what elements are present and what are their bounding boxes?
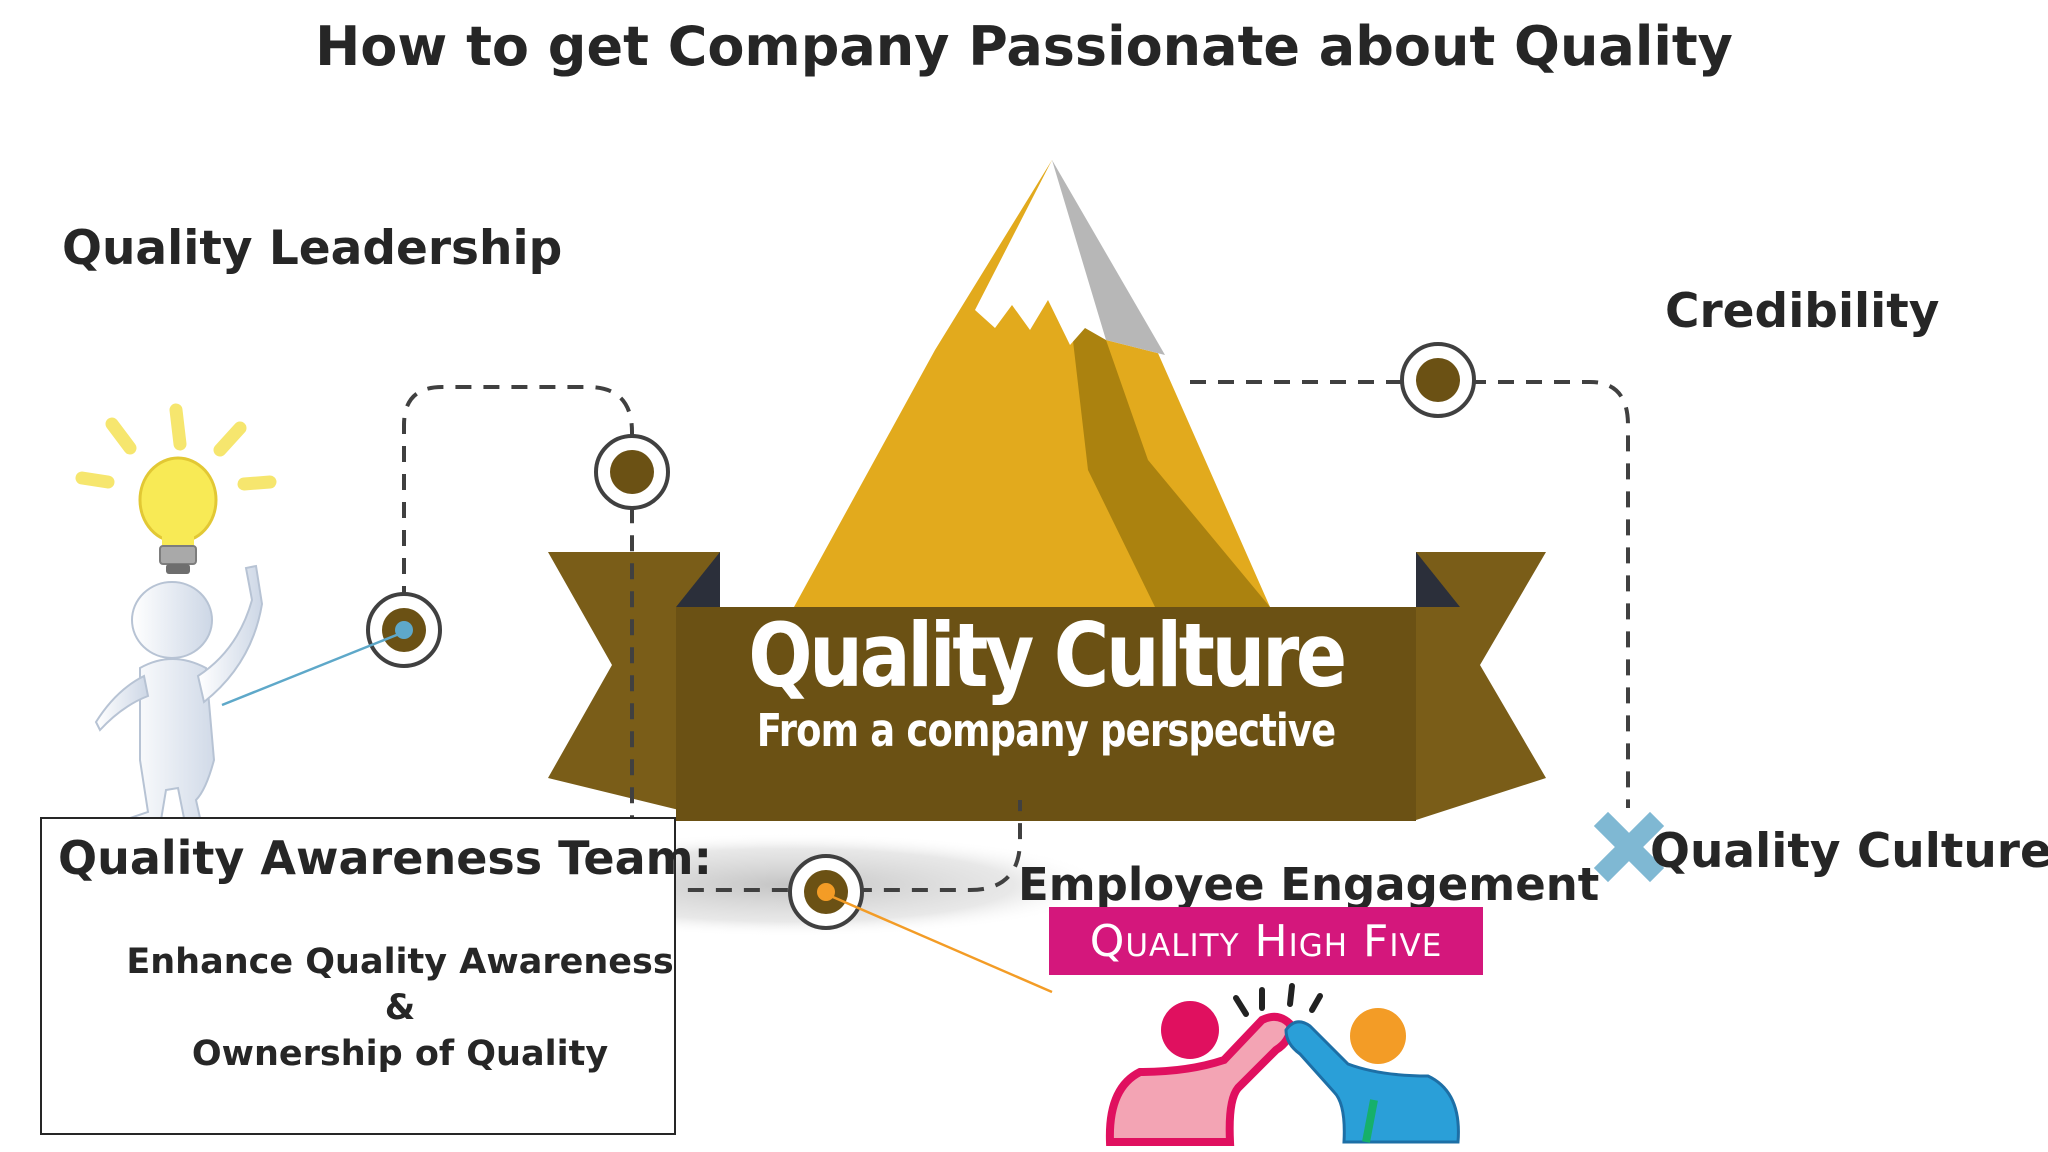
connector-engagement [825,892,1053,994]
journey-path [402,380,1630,892]
light-bulb-icon [75,403,277,574]
awareness-team-title: Quality Awareness Team: [58,831,712,885]
banner-front [676,607,1416,821]
banner-subtitle: From a company perspective [756,704,1336,757]
banner-fold-left [676,552,720,607]
stick-figure-icon [94,564,264,830]
cross-marker-icon [1593,811,1665,883]
banner-fold-right [1416,552,1460,607]
label-quality-culture: Quality Culture [1650,824,2048,879]
label-quality-leadership: Quality Leadership [62,221,563,276]
awareness-team-body: Enhance Quality Awareness & Ownership of… [42,939,758,1077]
banner-title: Quality Culture [748,604,1347,707]
awareness-team-box: Quality Awareness Team: Enhance Quality … [40,817,712,1135]
awareness-line-2: & [384,988,416,1028]
mountain-icon [794,160,1270,607]
banner-tail-right [1416,552,1546,820]
awareness-line-1: Enhance Quality Awareness [126,942,674,982]
milestone-node-1 [366,592,442,668]
awareness-line-3: Ownership of Quality [191,1034,609,1074]
page-title: How to get Company Passionate about Qual… [315,15,1733,78]
quality-high-five-banner: Quality High Five [1049,907,1483,975]
high-five-people-icon [1105,983,1460,1146]
label-employee-engagement: Employee Engagement [1018,858,1600,911]
milestone-node-3 [788,854,864,930]
connector-leadership [221,630,405,707]
milestone-node-4 [1400,342,1476,418]
label-credibility: Credibility [1665,284,1940,339]
milestone-node-2 [594,434,670,510]
banner-text: Quality Culture From a company perspecti… [676,604,1416,757]
